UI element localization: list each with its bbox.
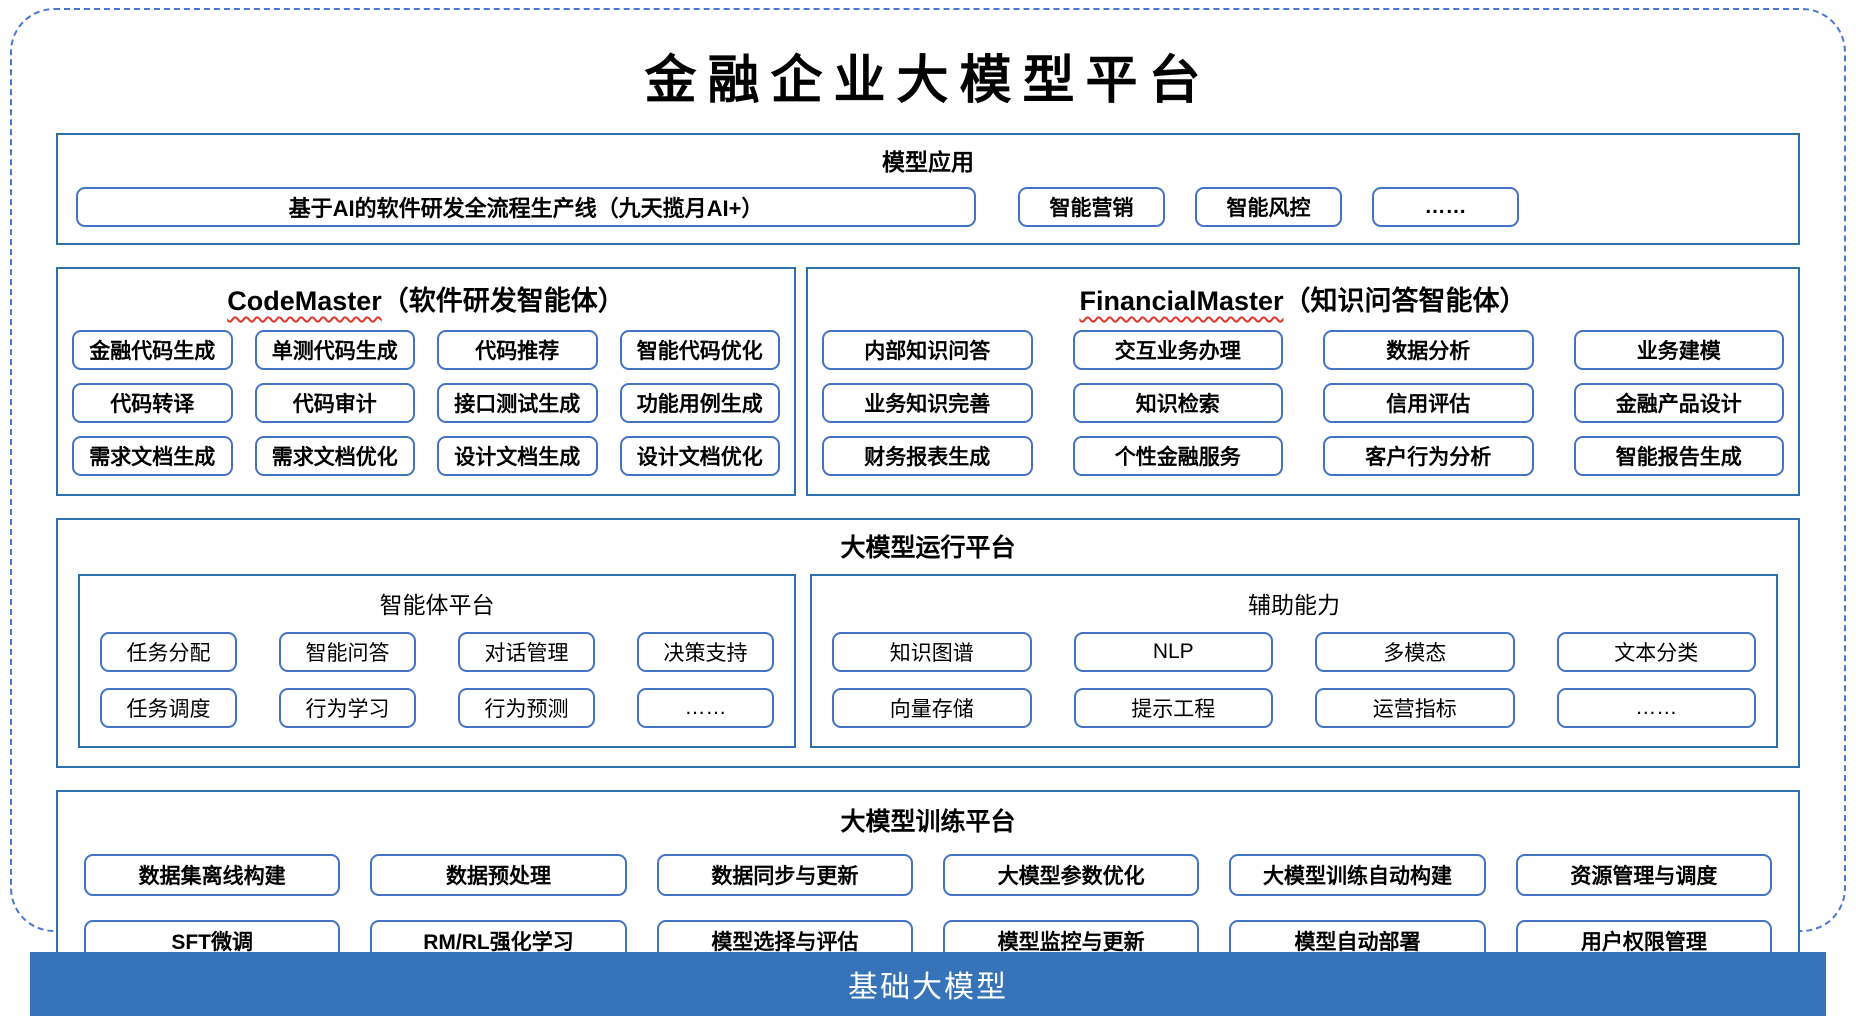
capability-chip: 智能风控 <box>1195 187 1342 227</box>
capability-chip: 多模态 <box>1315 632 1515 672</box>
model-app-chips: 智能营销智能风控 …… <box>1018 187 1519 227</box>
capability-chip: 知识检索 <box>1072 383 1283 423</box>
capability-chip: 设计文档生成 <box>437 436 598 476</box>
capability-chip: 智能营销 <box>1018 187 1165 227</box>
capability-chip: 决策支持 <box>637 632 774 672</box>
capability-chip: 数据同步与更新 <box>656 854 913 896</box>
runtime-title: 大模型运行平台 <box>840 534 1016 562</box>
capability-chip: 代码审计 <box>254 383 415 423</box>
section-model-app: 模型应用 基于AI的软件研发全流程生产线（九天揽月AI+） 智能营销智能风控 …… <box>56 133 1800 245</box>
capability-chip: 运营指标 <box>1315 688 1515 728</box>
page-title: 金融企业大模型平台 <box>644 50 1212 111</box>
capability-chip: 财务报表生成 <box>822 436 1033 476</box>
financialmaster-title-en: FinancialMaster <box>1079 286 1284 316</box>
agent-platform-title: 智能体平台 <box>379 592 495 618</box>
capability-chip: 设计文档优化 <box>619 436 780 476</box>
capability-chip: 任务分配 <box>100 632 237 672</box>
capability-chip: 智能问答 <box>279 632 416 672</box>
capability-chip: 交互业务办理 <box>1072 330 1283 370</box>
capability-chip: 需求文档生成 <box>72 436 233 476</box>
capability-chip: 内部知识问答 <box>822 330 1033 370</box>
capability-chip: 大模型参数优化 <box>943 854 1200 896</box>
capability-chip: 需求文档优化 <box>254 436 415 476</box>
model-app-row: 基于AI的软件研发全流程生产线（九天揽月AI+） 智能营销智能风控 …… <box>76 187 1780 227</box>
capability-chip: 行为预测 <box>458 688 595 728</box>
capability-chip: …… <box>637 688 774 728</box>
capability-chip: 个性金融服务 <box>1072 436 1283 476</box>
capability-chip: 向量存储 <box>832 688 1032 728</box>
capability-chip: 智能代码优化 <box>619 330 780 370</box>
codemaster-title: CodeMaster（软件研发智能体） <box>72 279 780 318</box>
capability-chip: 行为学习 <box>279 688 416 728</box>
pipeline-chip: 基于AI的软件研发全流程生产线（九天揽月AI+） <box>76 187 976 227</box>
capability-chip: 提示工程 <box>1073 688 1273 728</box>
financialmaster-title-suffix: （知识问答智能体） <box>1283 286 1527 316</box>
agent-platform-chips: 任务分配 智能问答 对话管理 决策支持任务调度 行为学习 行为预测 …… <box>100 632 774 728</box>
training-title: 大模型训练平台 <box>840 808 1016 836</box>
training-chips: 数据集离线构建数据预处理数据同步与更新大模型参数优化大模型训练自动构建资源管理与… <box>84 854 1772 962</box>
capability-chip: 金融产品设计 <box>1573 383 1784 423</box>
capability-chip: 知识图谱 <box>832 632 1032 672</box>
auxiliary-chips: 知识图谱 NLP 多模态 文本分类向量存储 提示工程 运营指标 …… <box>832 632 1756 728</box>
auxiliary-title: 辅助能力 <box>1248 592 1340 618</box>
capability-chip: 智能报告生成 <box>1573 436 1784 476</box>
capability-chip: NLP <box>1073 632 1273 672</box>
capability-chip: 对话管理 <box>458 632 595 672</box>
outer-dashed-frame: 金融企业大模型平台 模型应用 基于AI的软件研发全流程生产线（九天揽月AI+） … <box>10 8 1846 986</box>
section-codemaster: CodeMaster（软件研发智能体） 金融代码生成单测代码生成代码推荐智能代码… <box>56 267 796 496</box>
base-model-bar: 基础大模型 <box>30 952 1826 1016</box>
capability-chip: 大模型训练自动构建 <box>1229 854 1486 896</box>
agents-row: CodeMaster（软件研发智能体） 金融代码生成单测代码生成代码推荐智能代码… <box>56 267 1800 496</box>
capability-chip: 数据预处理 <box>370 854 627 896</box>
model-app-title: 模型应用 <box>882 149 974 175</box>
agent-platform-box: 智能体平台 任务分配 智能问答 对话管理 决策支持任务调度 行为学习 行为预测 …… <box>78 574 796 748</box>
financialmaster-chips: 内部知识问答交互业务办理数据分析业务建模业务知识完善知识检索信用评估金融产品设计… <box>822 330 1784 476</box>
section-financialmaster: FinancialMaster（知识问答智能体） 内部知识问答交互业务办理数据分… <box>806 267 1800 496</box>
capability-chip: 任务调度 <box>100 688 237 728</box>
codemaster-chips: 金融代码生成单测代码生成代码推荐智能代码优化代码转译代码审计接口测试生成功能用例… <box>72 330 780 476</box>
capability-chip: 数据分析 <box>1323 330 1534 370</box>
capability-chip: 代码推荐 <box>437 330 598 370</box>
section-runtime-platform: 大模型运行平台 智能体平台 任务分配 智能问答 对话管理 决策支持任务调度 行为学习 行为… <box>56 518 1800 768</box>
capability-chip: 业务建模 <box>1573 330 1784 370</box>
capability-chip: 文本分类 <box>1556 632 1756 672</box>
capability-chip: 客户行为分析 <box>1323 436 1534 476</box>
capability-chip: 代码转译 <box>72 383 233 423</box>
capability-chip: 金融代码生成 <box>72 330 233 370</box>
capability-chip: 单测代码生成 <box>254 330 415 370</box>
capability-chip: …… <box>1556 688 1756 728</box>
capability-chip: 资源管理与调度 <box>1515 854 1772 896</box>
capability-chip: …… <box>1372 187 1519 227</box>
codemaster-title-suffix: （软件研发智能体） <box>381 286 625 316</box>
auxiliary-box: 辅助能力 知识图谱 NLP 多模态 文本分类向量存储 提示工程 运营指标 …… <box>810 574 1778 748</box>
runtime-row: 智能体平台 任务分配 智能问答 对话管理 决策支持任务调度 行为学习 行为预测 …… 辅助能… <box>78 574 1778 748</box>
capability-chip: 业务知识完善 <box>822 383 1033 423</box>
capability-chip: 信用评估 <box>1323 383 1534 423</box>
codemaster-title-en: CodeMaster <box>227 286 382 316</box>
capability-chip: 功能用例生成 <box>619 383 780 423</box>
capability-chip: 接口测试生成 <box>437 383 598 423</box>
financialmaster-title: FinancialMaster（知识问答智能体） <box>822 279 1784 318</box>
capability-chip: 数据集离线构建 <box>84 854 341 896</box>
